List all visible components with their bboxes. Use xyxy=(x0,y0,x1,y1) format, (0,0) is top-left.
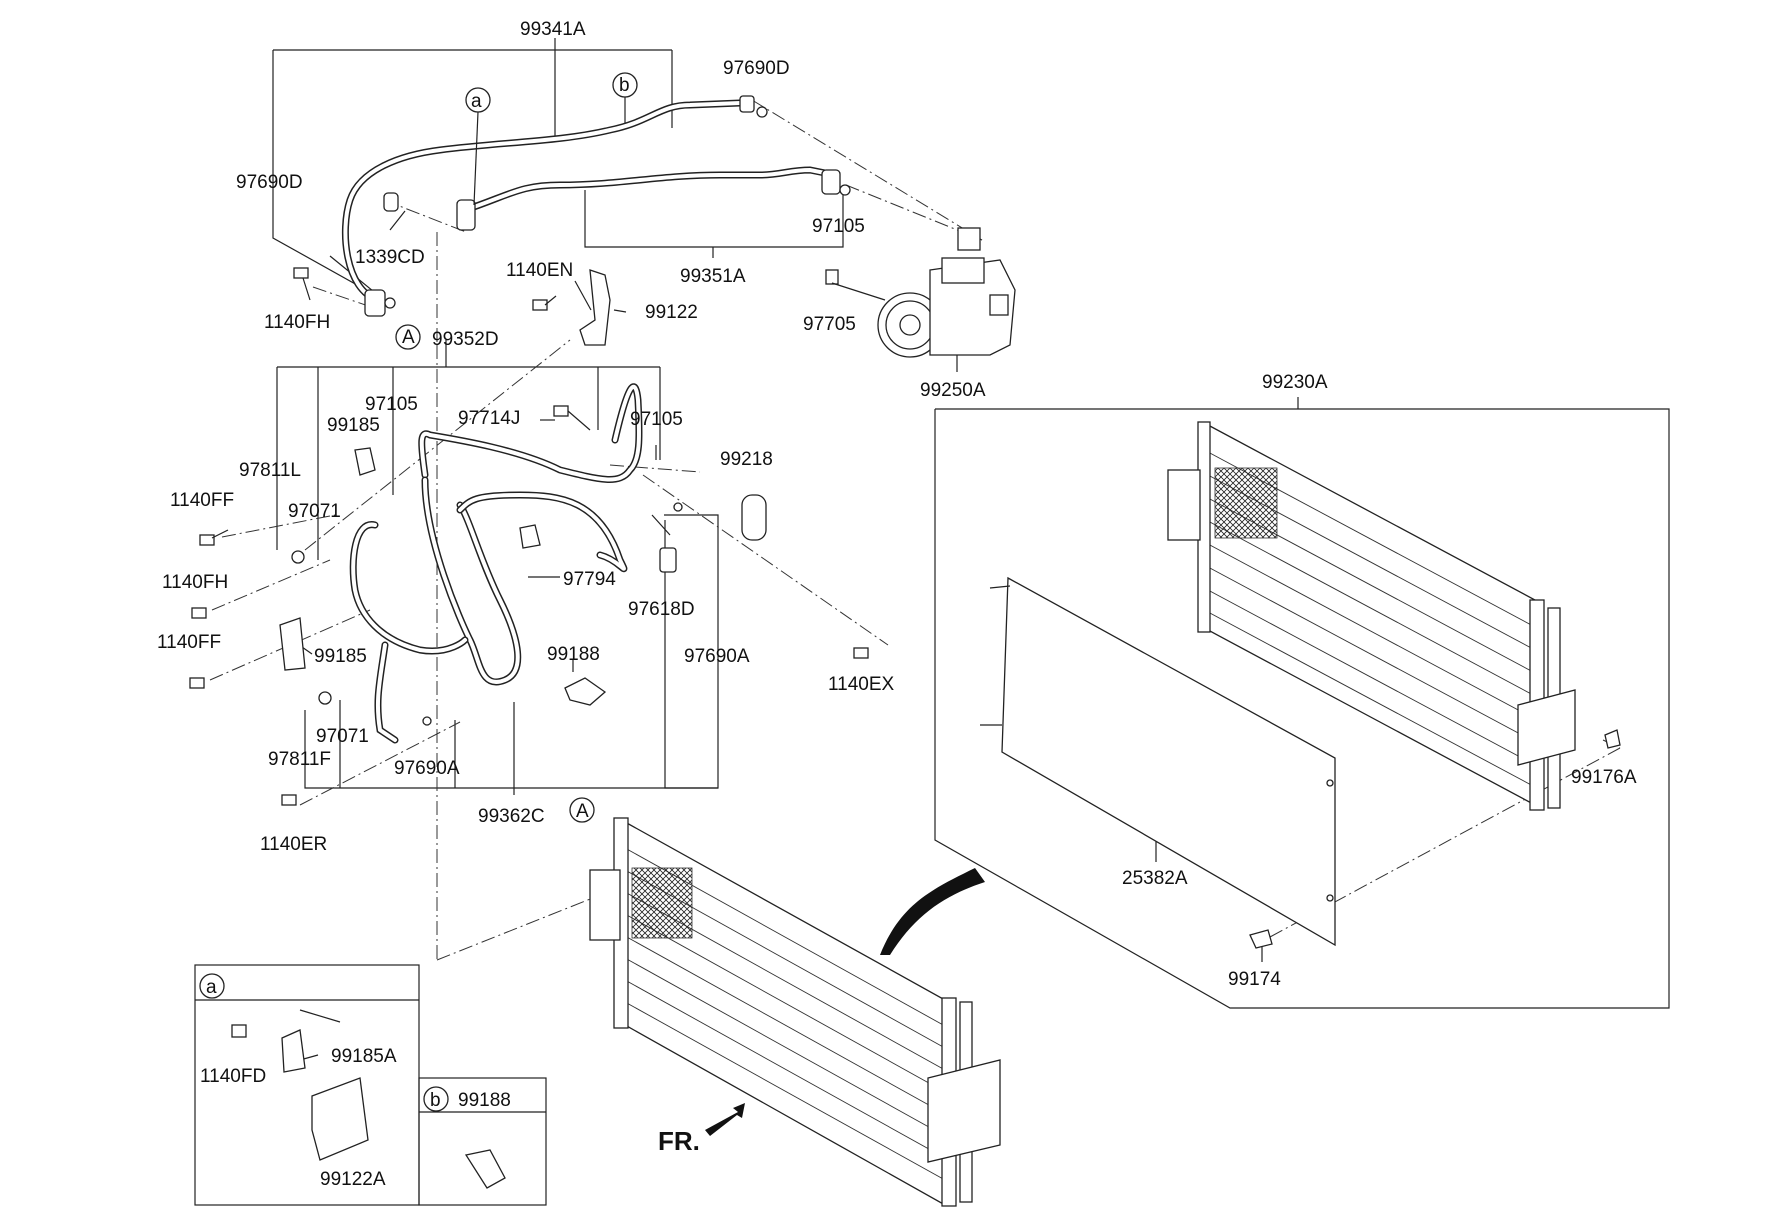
bolt-icon xyxy=(189,677,205,689)
label-1140fd: 1140FD xyxy=(200,1066,266,1087)
label-99188: 99188 xyxy=(547,644,600,665)
part-labels: 99341A 97690D 97690D a b 1339CD 97105 99… xyxy=(157,19,1637,1190)
detail-box-a xyxy=(194,964,420,1206)
condenser-assembly-upper xyxy=(1167,421,1576,811)
ac-compressor xyxy=(877,227,1016,358)
bolt-icon xyxy=(293,267,311,301)
detail-arrow xyxy=(880,868,985,955)
label-1140fh: 1140FH xyxy=(264,312,330,333)
label-99250a: 99250A xyxy=(920,380,986,401)
leader-lines xyxy=(272,38,1670,1061)
label-1140er: 1140ER xyxy=(260,834,327,855)
refrigerant-pipes xyxy=(341,99,839,744)
label-97690a: 97690A xyxy=(684,646,750,667)
label-99341a: 99341A xyxy=(520,19,586,40)
label-97105: 97105 xyxy=(630,409,683,430)
bolt-icon xyxy=(825,269,886,301)
label-99218: 99218 xyxy=(720,449,773,470)
bolt-icon xyxy=(199,529,229,546)
label-99174: 99174 xyxy=(1228,969,1281,990)
label-box-a: a xyxy=(206,977,217,998)
label-99362c: 99362C xyxy=(478,806,545,827)
label-25382a: 25382A xyxy=(1122,868,1188,889)
receiver-drier xyxy=(741,494,767,541)
fastener-99174 xyxy=(1249,929,1273,949)
bolt-icon xyxy=(853,647,869,659)
label-1339cd: 1339CD xyxy=(355,247,425,268)
fastener-99176A xyxy=(1604,729,1621,749)
detail-box-b xyxy=(418,1077,547,1206)
label-97690d: 97690D xyxy=(236,172,303,193)
pressure-sensor xyxy=(659,547,677,573)
label-1140ex: 1140EX xyxy=(828,674,895,695)
label-callout-b: b xyxy=(619,75,630,96)
label-99230a: 99230A xyxy=(1262,372,1328,393)
label-97071: 97071 xyxy=(316,726,369,747)
label-callout-a-lower: A xyxy=(576,801,589,822)
bolt-icon xyxy=(532,295,557,311)
label-97811f: 97811F xyxy=(268,749,331,770)
air-guide-panel xyxy=(980,576,1621,949)
label-97105: 97105 xyxy=(812,216,865,237)
label-1140fh: 1140FH xyxy=(162,572,228,593)
label-99176a: 99176A xyxy=(1571,767,1637,788)
callout-circles xyxy=(199,72,638,1112)
mounting-bracket xyxy=(579,269,611,346)
label-97811l: 97811L xyxy=(239,460,301,481)
label-99185: 99185 xyxy=(314,646,367,667)
assembly-lines xyxy=(209,99,1621,961)
label-99122: 99122 xyxy=(645,302,698,323)
label-99185a: 99185A xyxy=(331,1046,397,1067)
svg-text:FR.: FR. xyxy=(658,1126,700,1156)
label-box-b: b xyxy=(430,1090,441,1111)
label-99188: 99188 xyxy=(458,1090,511,1111)
label-97794: 97794 xyxy=(563,569,616,590)
label-99352d: 99352D xyxy=(432,329,499,350)
label-callout-a: a xyxy=(471,91,482,112)
label-1140en: 1140EN xyxy=(506,260,573,281)
label-99185: 99185 xyxy=(327,415,380,436)
label-1140ff: 1140FF xyxy=(157,632,221,653)
label-1140ff: 1140FF xyxy=(170,490,234,511)
bolt-icon xyxy=(553,405,591,431)
label-callout-a-upper: A xyxy=(402,327,415,348)
label-97618d: 97618D xyxy=(628,599,695,620)
bolt-icon xyxy=(281,794,297,806)
label-99351a: 99351A xyxy=(680,266,746,287)
condenser-assembly-lower xyxy=(589,817,1001,1207)
label-97705: 97705 xyxy=(803,314,856,335)
label-97105: 97105 xyxy=(365,394,418,415)
bolt-icon xyxy=(191,607,207,619)
fittings xyxy=(189,95,886,806)
front-direction-indicator: FR. xyxy=(658,1103,745,1156)
label-97714j: 97714J xyxy=(458,408,520,429)
label-97690a: 97690A xyxy=(394,758,460,779)
label-97071: 97071 xyxy=(288,501,341,522)
label-99122a: 99122A xyxy=(320,1169,386,1190)
label-97690d: 97690D xyxy=(723,58,790,79)
